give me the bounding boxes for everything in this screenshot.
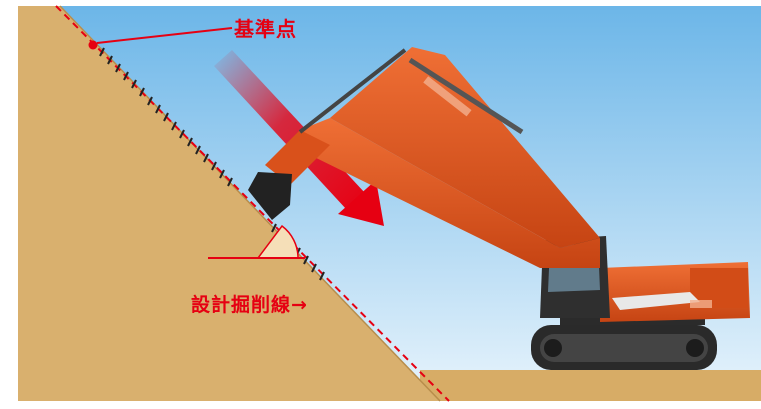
excavator-arm (265, 130, 330, 185)
reference-point-label: 基準点 (234, 17, 297, 41)
design-excavation-line (55, 5, 450, 402)
excavator (248, 47, 750, 370)
reference-point-leader-line (96, 27, 233, 44)
design-excavation-line-label: 設計掘削線→ (191, 294, 308, 316)
reference-point-marker-icon (88, 40, 98, 50)
excavator-boom (300, 118, 600, 268)
slope-surface-edge (59, 5, 441, 402)
soil-slope (18, 6, 440, 401)
excavator-bucket (248, 172, 292, 220)
down-right-arrow-icon (214, 50, 384, 226)
flat-ground (420, 370, 761, 401)
